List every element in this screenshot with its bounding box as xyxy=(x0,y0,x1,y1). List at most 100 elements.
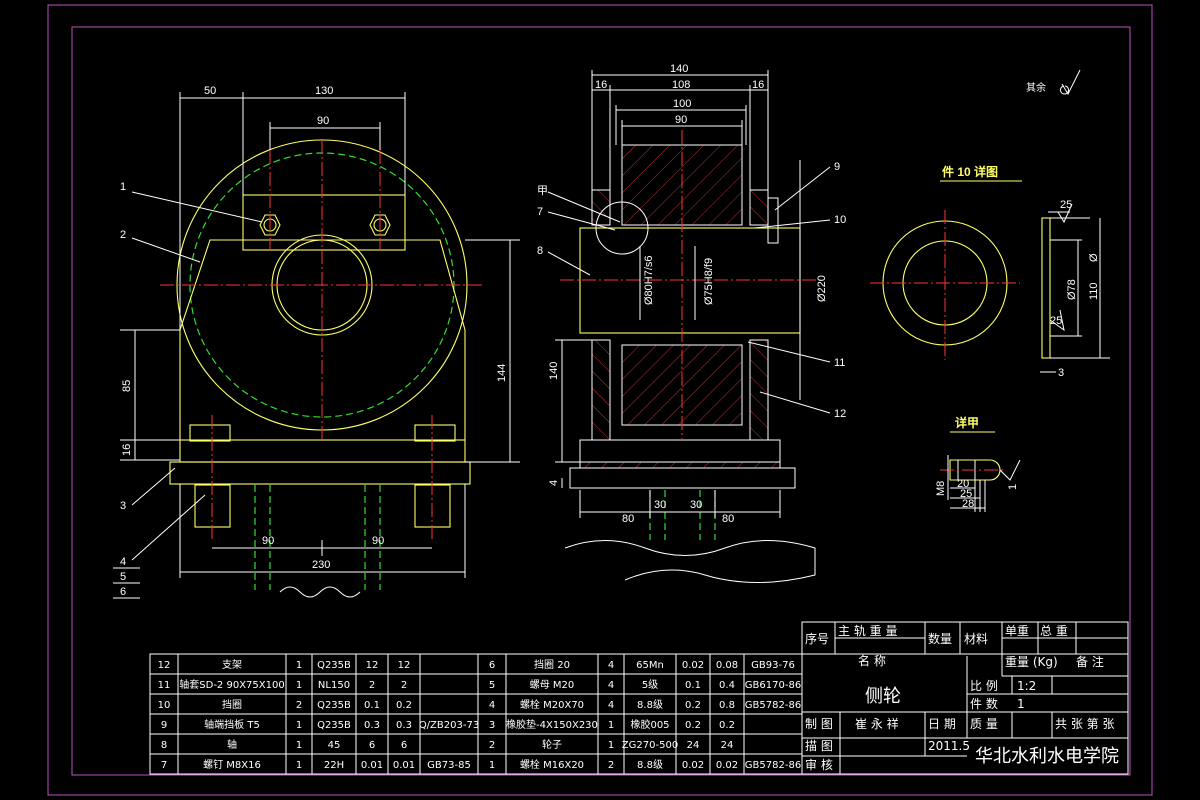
parts-cell-r_no: 1 xyxy=(489,760,495,771)
parts-cell-r_qty: 4 xyxy=(608,700,614,711)
parts-cell-r_mat: 8.8级 xyxy=(637,699,663,711)
parts-cell-l_w2: 0.2 xyxy=(396,700,412,711)
parts-cell-r_name: 螺栓 M20X70 xyxy=(520,698,584,711)
parts-cell-r_note: GB5782-86 xyxy=(745,760,801,771)
rail-plate xyxy=(169,461,471,485)
dim-90-inner: 90 xyxy=(317,115,329,127)
parts-cell-l_no: 10 xyxy=(158,700,171,711)
parts-cell-l_note: Q/ZB203-73 xyxy=(419,720,479,731)
detail-jia-m8: M8 xyxy=(935,481,947,496)
parts-cell-l_w1: 6 xyxy=(369,740,375,751)
parts-cell-r_qty: 4 xyxy=(608,660,614,671)
detail10-dim-3: 3 xyxy=(1058,367,1064,379)
detail-jia-callout xyxy=(595,201,649,255)
tb-quality-label: 质 量 xyxy=(970,717,998,731)
parts-cell-l_note: GB73-85 xyxy=(427,760,471,771)
tb-check-label: 审 核 xyxy=(805,757,833,772)
parts-cell-r_no: 3 xyxy=(489,720,495,731)
bolt-head-right xyxy=(369,214,391,236)
break-line xyxy=(279,586,361,598)
parts-cell-r_w2: 0.2 xyxy=(719,720,735,731)
parts-cell-l_name: 轴 xyxy=(227,738,237,751)
front-view: 50 130 90 85 16 144 90 90 230 1 2 3 4 5 … xyxy=(113,85,520,599)
parts-cell-l_w2: 0.01 xyxy=(393,760,415,771)
detail-part-10: 件 10 详图 25 Ø 110 Ø78 25 3 xyxy=(870,164,1110,379)
parts-cell-r_note: GB6170-86 xyxy=(745,680,801,691)
outer-border xyxy=(47,4,1153,796)
roughness-label: 其余 xyxy=(1026,81,1046,94)
balloon-11: 11 xyxy=(834,357,845,369)
dim-140-height: 140 xyxy=(548,362,560,380)
tb-total-wt: 总 重 xyxy=(1040,624,1068,638)
dim-bore-75: Ø75H8/f9 xyxy=(703,258,715,305)
shaft-end-plate xyxy=(767,197,779,244)
inner-border xyxy=(71,26,1131,776)
tb-main-header: 主 轨 重 量 xyxy=(838,624,897,638)
detail10-dim-25-side: 25 xyxy=(1050,315,1062,327)
front-dimensions xyxy=(120,92,520,578)
detail10-title: 件 10 详图 xyxy=(942,164,998,179)
balloon-10: 10 xyxy=(834,214,846,226)
parts-cell-r_note: GB5782-86 xyxy=(745,700,801,711)
tb-drawn-label: 制 图 xyxy=(805,717,833,731)
parts-cell-r_name: 轮子 xyxy=(542,738,562,751)
base-plate xyxy=(179,439,466,463)
detail-jia-screw xyxy=(949,459,1001,481)
bracket-side-left-lower xyxy=(591,339,611,441)
roughness-note: 其余 xyxy=(1026,69,1081,96)
detail10-dim-78: Ø78 xyxy=(1066,279,1078,300)
parts-cell-r_no: 5 xyxy=(489,680,495,691)
detail-jia-20: 20 xyxy=(957,478,969,490)
tb-traced-label: 描 图 xyxy=(805,739,833,753)
parts-cell-l_w2: 2 xyxy=(401,680,407,691)
bolt-head-left xyxy=(259,214,281,236)
parts-cell-l_no: 7 xyxy=(161,760,167,771)
parts-cell-r_w2: 24 xyxy=(721,740,734,751)
parts-cell-l_qty: 2 xyxy=(296,700,302,711)
tb-mat-header: 材料 xyxy=(964,632,988,646)
parts-cell-r_name: 挡圈 20 xyxy=(534,658,570,671)
parts-cell-l_name: 轴端挡板 T5 xyxy=(204,718,260,731)
dim-80-right: 80 xyxy=(722,513,734,525)
parts-cell-r_w1: 0.2 xyxy=(685,700,701,711)
dim-100: 100 xyxy=(673,98,691,110)
tb-name-header: 名 称 xyxy=(858,653,886,668)
dim-90-side: 90 xyxy=(675,114,687,126)
parts-cell-l_mat: Q235B xyxy=(317,660,351,671)
balloon-6: 6 xyxy=(120,586,126,598)
parts-cell-r_no: 6 xyxy=(489,660,495,671)
parts-cell-l_w1: 2 xyxy=(369,680,375,691)
base-bolt-left-top xyxy=(189,424,231,442)
detail-jia-25: 25 xyxy=(960,488,972,500)
side-base xyxy=(579,439,781,463)
title-block: 序号 主 轨 重 量 名 称 数量 材料 单重 总 重 重量 (Kg) 备 注 … xyxy=(801,621,1129,775)
parts-cell-l_mat: Q235B xyxy=(317,700,351,711)
roughness-symbol-icon xyxy=(1060,69,1081,96)
balloon-9: 9 xyxy=(834,161,840,173)
parts-cell-r_mat: 8.8级 xyxy=(637,759,663,771)
tb-sheets-label: 共 张 第 张 xyxy=(1055,717,1114,731)
parts-cell-r_name: 橡胶垫-4X150X230 xyxy=(506,718,598,731)
washer-section xyxy=(1041,217,1051,359)
dim-50: 50 xyxy=(204,85,216,97)
parts-cell-l_qty: 1 xyxy=(296,660,302,671)
parts-cell-l_qty: 1 xyxy=(296,760,302,771)
bracket-side-left-upper xyxy=(591,189,611,226)
dim-30-left: 30 xyxy=(654,499,666,511)
side-dimensions xyxy=(555,70,801,518)
dim-130: 130 xyxy=(315,85,333,97)
dim-108: 108 xyxy=(672,79,690,91)
dim-90-left: 90 xyxy=(262,535,274,547)
tb-date-label: 日 期 xyxy=(928,717,956,731)
dim-30-right: 30 xyxy=(690,499,702,511)
dim-230: 230 xyxy=(312,559,330,571)
tb-scale-value: 1:2 xyxy=(1017,679,1036,693)
parts-cell-l_w2: 0.3 xyxy=(396,720,412,731)
parts-cell-r_no: 4 xyxy=(489,700,495,711)
tb-date-value: 2011.5 xyxy=(928,739,970,753)
parts-cell-l_no: 11 xyxy=(158,680,171,691)
dim-90-right: 90 xyxy=(372,535,384,547)
label-jia: 甲 xyxy=(537,185,548,197)
